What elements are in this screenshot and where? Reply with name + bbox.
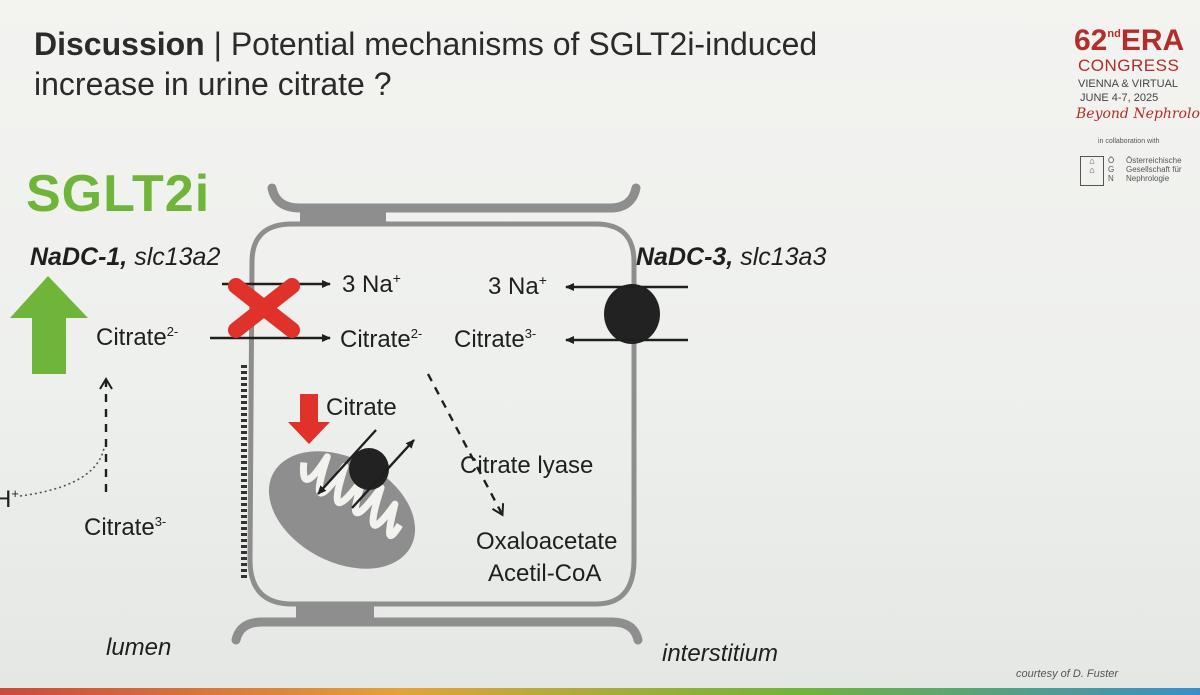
citrate-lyase-label: Citrate lyase bbox=[460, 452, 594, 479]
na-inside-charge: + bbox=[392, 270, 401, 286]
era-superscript: nd bbox=[1107, 28, 1121, 40]
ogn-line: Gesellschaft für bbox=[1126, 165, 1182, 174]
era-location: VIENNA & VIRTUAL bbox=[1078, 78, 1179, 90]
citrate-lumen-text: Citrate bbox=[96, 324, 167, 351]
ogn-logo-icon: ⌂⌂ bbox=[1080, 156, 1104, 186]
proton-dotted-curve bbox=[19, 447, 105, 497]
ogn-line: Österreichische bbox=[1126, 156, 1182, 165]
era-dates: JUNE 4-7, 2025 bbox=[1080, 92, 1159, 104]
acetil-coa-label: Acetil-CoA bbox=[488, 560, 602, 587]
red-down-arrow-icon bbox=[288, 394, 330, 444]
nadc3-label: NaDC-3, slc13a3 bbox=[636, 243, 826, 272]
green-up-arrow-icon bbox=[10, 276, 88, 374]
courtesy-text: courtesy of D. Fuster bbox=[1016, 668, 1119, 680]
ogn-letter: Ö bbox=[1108, 156, 1115, 165]
mito-out-arrow bbox=[317, 429, 377, 495]
era-tagline: Beyond Nephrology bbox=[1076, 106, 1200, 122]
ogn-name: Österreichische Gesellschaft für Nephrol… bbox=[1126, 156, 1182, 183]
citrate-lumen-3-charge: 3- bbox=[154, 514, 167, 529]
nadc3-transporter-icon bbox=[604, 284, 660, 344]
citrate-cell-3-text: Citrate bbox=[454, 326, 525, 353]
citrate-cell-3-label: Citrate3- bbox=[454, 326, 536, 354]
mitochondrion-icon bbox=[268, 451, 416, 569]
citrate-intracellular-label: Citrate bbox=[326, 394, 397, 421]
tight-junction-bottom bbox=[296, 604, 374, 622]
lumen-label: lumen bbox=[106, 634, 172, 661]
era-number: 62 bbox=[1074, 24, 1108, 57]
tight-junction-top bbox=[300, 208, 386, 224]
nadc1-gene: slc13a2 bbox=[127, 243, 221, 271]
nadc1-name: NaDC-1, bbox=[30, 243, 128, 271]
sglt2i-label: SGLT2i bbox=[26, 165, 211, 223]
citrate-lumen-3-text: Citrate bbox=[84, 514, 155, 541]
citrate-cell-3-charge: 3- bbox=[524, 326, 537, 341]
cell-outline bbox=[247, 221, 637, 607]
ogn-line: Nephrologie bbox=[1126, 174, 1170, 183]
proton-charge: + bbox=[11, 486, 19, 501]
slide-title-line2: increase in urine citrate ? bbox=[34, 66, 392, 102]
na-basolateral-charge: + bbox=[538, 272, 547, 288]
slide-title: Discussion | Potential mechanisms of SGL… bbox=[34, 24, 817, 64]
citrate-cell-2-text: Citrate bbox=[340, 326, 411, 353]
title-bold: Discussion bbox=[34, 26, 205, 62]
na-inside-text: 3 Na bbox=[342, 271, 393, 298]
na-basolateral-text: 3 Na bbox=[488, 273, 539, 300]
cell-bottom-membrane bbox=[231, 617, 643, 645]
ogn-letter: N bbox=[1108, 174, 1114, 183]
nadc1-label: NaDC-1, slc13a2 bbox=[30, 243, 220, 272]
slide-bottom-bar bbox=[0, 688, 1200, 695]
proton-label: H+ bbox=[0, 486, 19, 514]
title-rest: Potential mechanisms of SGLT2i-induced bbox=[230, 26, 818, 62]
na-inside-label: 3 Na+ bbox=[342, 270, 401, 299]
na-basolateral-label: 3 Na+ bbox=[488, 272, 547, 301]
collab-text: in collaboration with bbox=[1098, 138, 1160, 145]
era-congress: CONGRESS bbox=[1078, 56, 1180, 75]
citrate-lumen-charge: 2- bbox=[166, 324, 179, 339]
nadc3-gene: slc13a3 bbox=[733, 243, 827, 271]
red-x-block-icon bbox=[228, 278, 300, 338]
oxaloacetate-label: Oxaloacetate bbox=[476, 528, 618, 555]
citrate-lumen-label: Citrate2- bbox=[96, 324, 178, 352]
nadc3-name: NaDC-3, bbox=[636, 243, 734, 271]
citrate-cell-2-charge: 2- bbox=[410, 326, 423, 341]
ogn-letters: Ö G N bbox=[1108, 156, 1114, 183]
cell-top-membrane bbox=[267, 183, 641, 213]
mito-in-arrow bbox=[351, 439, 415, 509]
citrate-lumen-3-label: Citrate3- bbox=[84, 514, 166, 542]
title-separator: | bbox=[204, 26, 231, 62]
proton-text: H bbox=[0, 486, 12, 513]
era-name: ERA bbox=[1120, 24, 1185, 57]
lyase-dashed-arrow bbox=[426, 373, 505, 517]
citrate-cell-2-label: Citrate2- bbox=[340, 326, 422, 354]
interstitium-label: interstitium bbox=[662, 640, 779, 667]
era-logo-number: 62ndERA bbox=[1074, 24, 1184, 58]
ogn-letter: G bbox=[1108, 165, 1115, 174]
